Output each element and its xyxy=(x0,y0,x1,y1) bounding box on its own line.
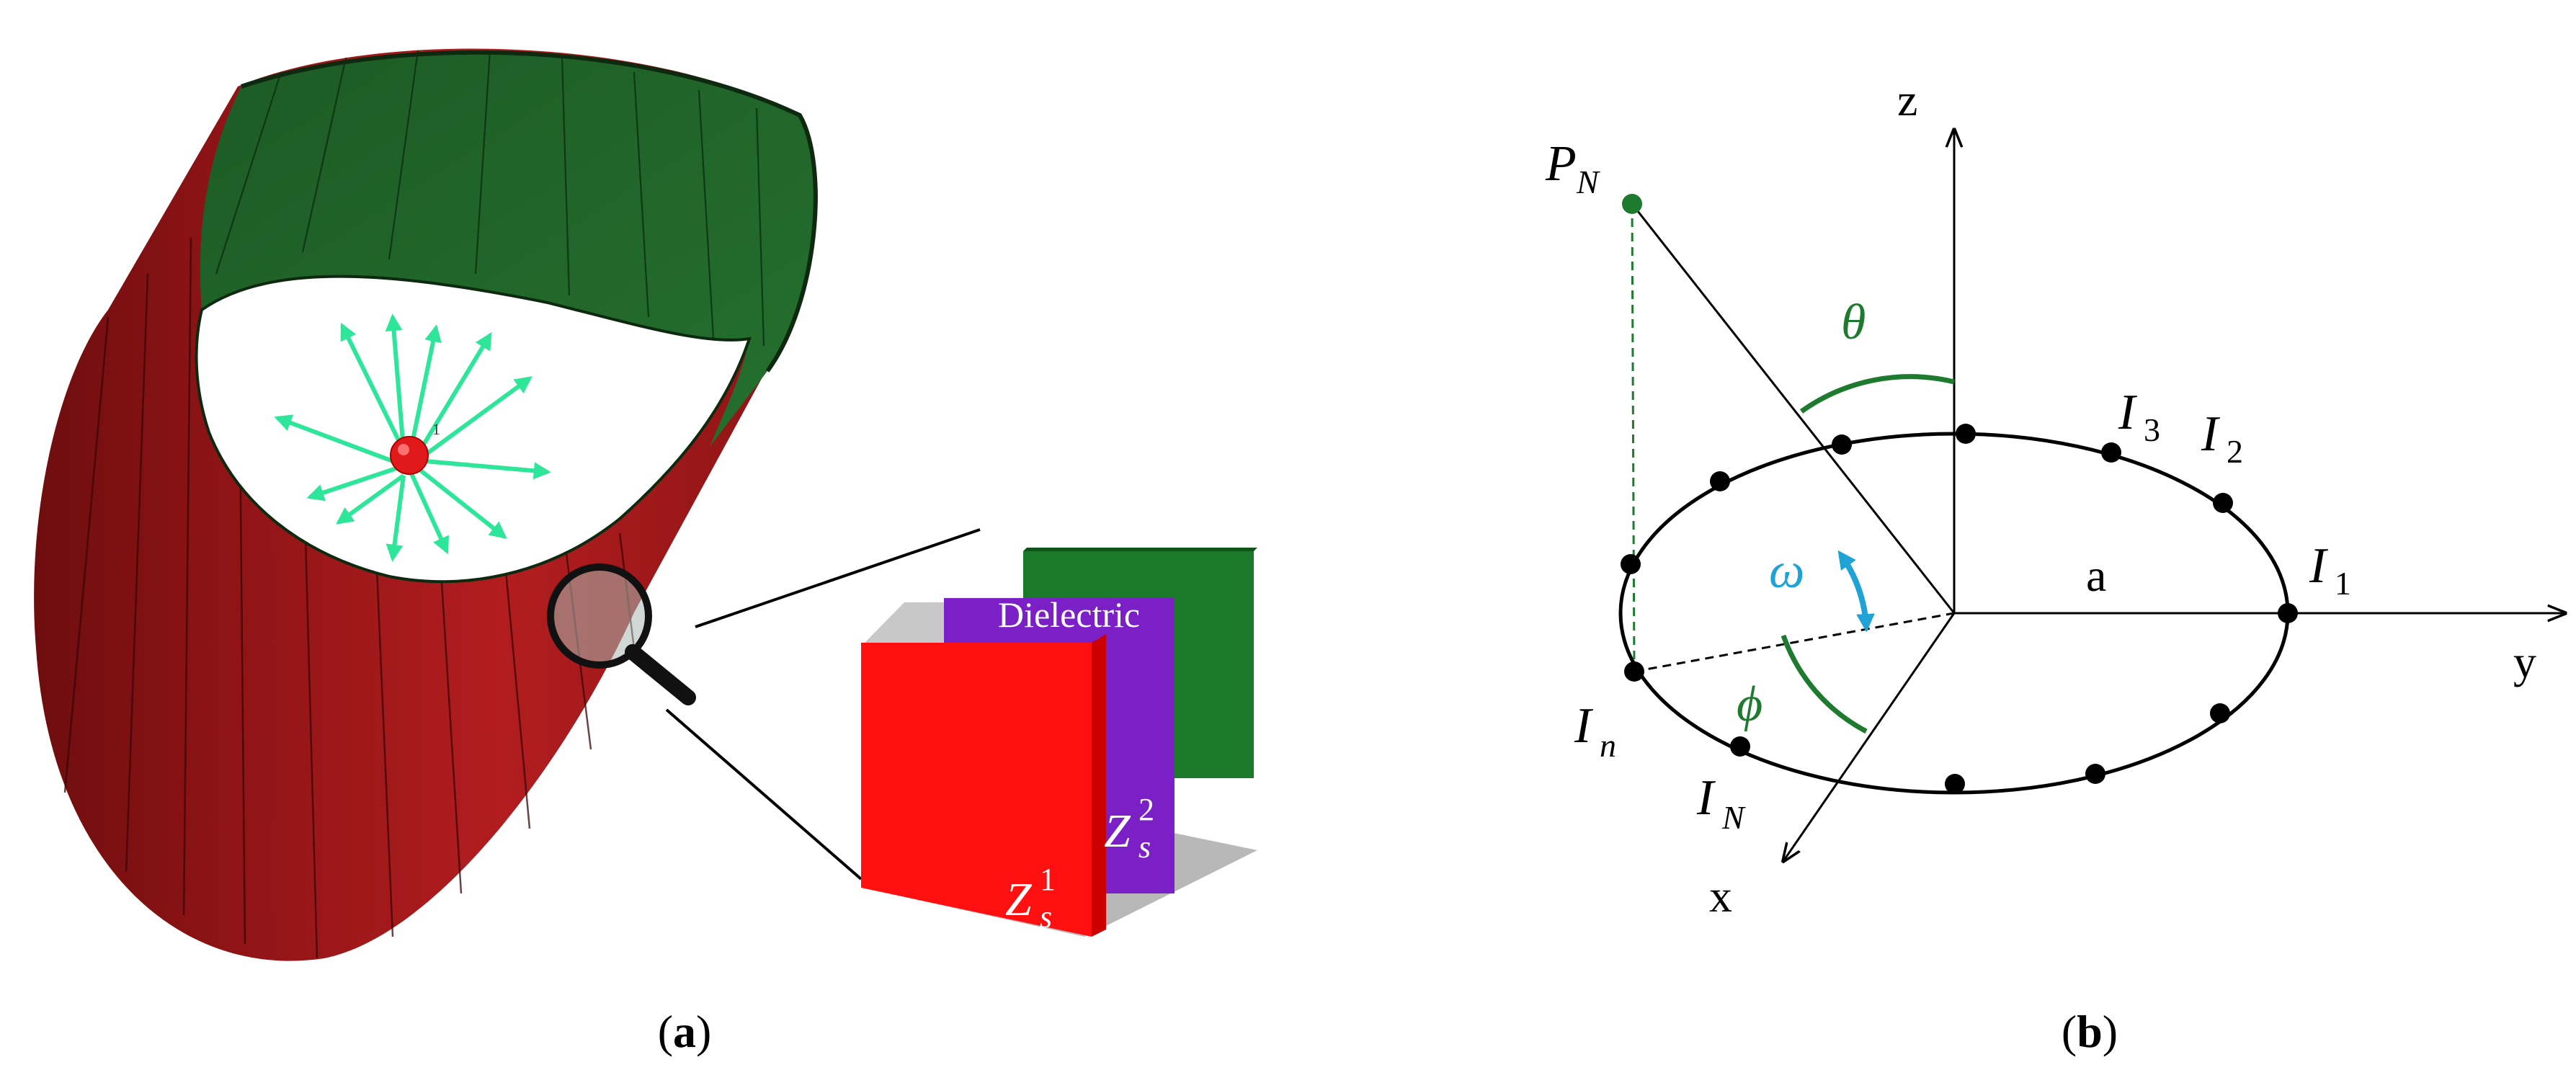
i2-base: I xyxy=(2201,406,2221,462)
phi-label: ϕ xyxy=(1737,677,1762,732)
zs1-base: Z xyxy=(1005,873,1033,926)
caption-b: (b) xyxy=(2018,1005,2162,1058)
cylinder-floor xyxy=(195,275,752,584)
element-dot xyxy=(1621,554,1641,574)
phi-arc xyxy=(1781,634,1868,734)
caption-a-letter: a xyxy=(673,1006,696,1057)
omega-arc xyxy=(1837,550,1875,633)
element-dot xyxy=(1832,434,1852,455)
zs1-label: Z 1 s xyxy=(1005,862,1056,935)
radius-label: a xyxy=(2086,550,2106,601)
zs2-sub: s xyxy=(1138,829,1151,865)
element-dot xyxy=(2213,493,2233,513)
label-in: I n xyxy=(1574,698,1616,764)
element-dot xyxy=(2210,703,2230,723)
point-source xyxy=(390,436,429,475)
iN-base: I xyxy=(1696,770,1716,826)
z-axis-label: z xyxy=(1897,74,1917,125)
caption-b-close: ) xyxy=(2102,1006,2118,1057)
label-iN: I N xyxy=(1696,770,1746,836)
observation-point xyxy=(1622,194,1642,214)
caption-a-open: ( xyxy=(657,1006,673,1057)
zs1-sup: 1 xyxy=(1040,862,1056,897)
zs1-sub: s xyxy=(1040,899,1052,935)
zoom-line-top xyxy=(695,528,981,628)
element-dot xyxy=(2101,442,2121,463)
zoom-line-bottom xyxy=(665,708,863,880)
element-dot xyxy=(1624,661,1644,682)
caption-a: (a) xyxy=(612,1005,757,1058)
zs2-base: Z xyxy=(1104,805,1131,857)
i1-sub: 1 xyxy=(2335,565,2351,602)
theta-label: θ xyxy=(1841,295,1866,350)
cylinder-inner-wall xyxy=(200,52,816,447)
observation-line xyxy=(1631,203,1956,614)
element-dot xyxy=(1730,736,1750,757)
i1-base: I xyxy=(2309,538,2329,594)
layer-red xyxy=(861,643,1092,937)
element-dot xyxy=(2085,764,2105,784)
dielectric-label: Dielectric xyxy=(998,594,1140,635)
x-axis xyxy=(1783,612,1956,861)
panel-a-cylinder: 1 xyxy=(34,48,818,961)
label-i1: I 1 xyxy=(2309,538,2351,602)
field-arrows xyxy=(274,313,551,562)
layer-red-side xyxy=(1092,634,1106,937)
caption-a-close: ) xyxy=(696,1006,712,1057)
layer-green-edge xyxy=(1023,548,1257,551)
y-axis-label: y xyxy=(2513,636,2536,687)
label-pn: P N xyxy=(1545,136,1600,200)
projection-dashed-radial xyxy=(1634,612,1955,673)
element-dot xyxy=(1956,424,1976,444)
pn-sub: N xyxy=(1576,164,1600,200)
cylinder-rim xyxy=(241,50,818,373)
caption-b-letter: b xyxy=(2077,1006,2103,1057)
iN-sub: N xyxy=(1721,799,1746,836)
zs2-sup: 2 xyxy=(1138,792,1154,827)
layer-stack: Dielectric Z 2 s ... Z 1 s xyxy=(861,548,1257,937)
caption-b-open: ( xyxy=(2061,1006,2077,1057)
i2-sub: 2 xyxy=(2227,433,2243,470)
i3-base: I xyxy=(2118,385,2138,440)
x-axis-label: x xyxy=(1709,870,1732,922)
pn-base: P xyxy=(1545,136,1577,192)
panel-b-geometry: z y x a θ ω ϕ xyxy=(1545,74,2565,922)
label-i2: I 2 xyxy=(2201,406,2243,470)
element-dot xyxy=(1710,471,1730,491)
omega-label: ω xyxy=(1769,543,1804,599)
ring-elements xyxy=(1621,424,2298,794)
zs2-label: Z 2 s xyxy=(1104,792,1154,865)
inner-seams xyxy=(215,50,765,347)
magnifier-icon xyxy=(547,563,696,705)
element-dot xyxy=(2278,603,2298,623)
ellipsis-label: ... xyxy=(1193,767,1225,815)
theta-arc xyxy=(1799,374,1955,414)
in-base: I xyxy=(1574,698,1594,754)
i3-sub: 3 xyxy=(2144,411,2160,448)
point-source-highlight xyxy=(398,444,409,455)
in-sub: n xyxy=(1600,727,1616,764)
label-i3: I 3 xyxy=(2118,385,2160,448)
element-dot xyxy=(1945,774,1965,794)
source-marker: 1 xyxy=(432,420,440,438)
projection-dashed-vertical xyxy=(1631,203,1636,672)
